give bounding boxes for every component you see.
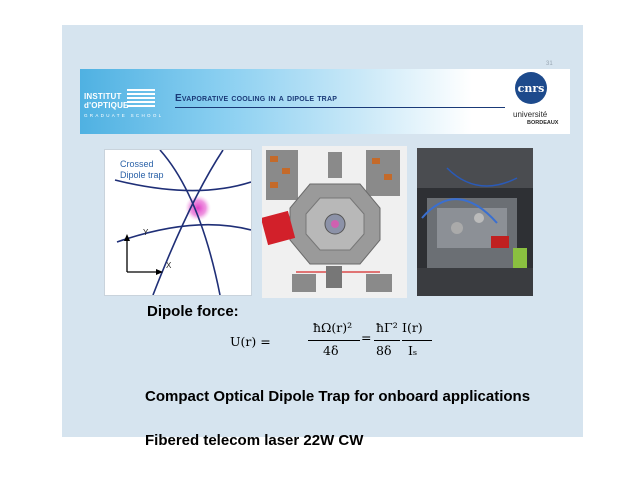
header-banner (80, 69, 570, 134)
equals-sign: = (361, 330, 372, 345)
body-line-compact-trap: Compact Optical Dipole Trap for onboard … (145, 388, 531, 405)
diagram-label-line-2: Dipole trap (120, 170, 164, 180)
slide-title: Evaporative cooling in a dipole trap (175, 93, 505, 108)
page-number: 31 (546, 61, 553, 67)
equation-lhs: U(r) = (230, 334, 271, 349)
x-axis-label: X (166, 261, 172, 270)
cad-svg (262, 146, 407, 298)
body-line-fibered-laser: Fibered telecom laser 22W CW (145, 432, 364, 449)
beam-curve-3 (114, 179, 251, 192)
diagram-label-line-1: Crossed (120, 159, 154, 169)
logo-line-2: d'OPTIQUE (84, 101, 129, 110)
optics-module-right (366, 150, 400, 196)
logo-line-1: INSTITUT (84, 92, 122, 101)
frac1-numerator: ħΩ(r)² (313, 320, 353, 335)
beam-curve-1 (159, 150, 221, 295)
frac3-numerator: I(r) (402, 320, 423, 335)
frac3-bar (402, 340, 432, 341)
frac2-denominator: 8δ (376, 343, 392, 358)
cnrs-logo: cnrs (515, 72, 547, 104)
frac3-denominator: Iₛ (408, 343, 418, 358)
beam-curve-2 (152, 150, 224, 295)
frac2-numerator: ħΓ² (376, 320, 398, 335)
y-axis-label: Y (143, 228, 149, 237)
beam-curve-4 (116, 223, 251, 243)
diagram-label: Crossed Dipole trap (120, 159, 164, 181)
frac1-denominator: 4δ (323, 343, 339, 358)
frac1-bar (308, 340, 360, 341)
red-coil (262, 210, 296, 246)
university-logo-line-1: université (513, 110, 548, 119)
dipole-force-equation: U(r) = ħΩ(r)² 4δ = ħΓ² 8δ I(r) Iₛ (230, 318, 440, 366)
setup-photo (417, 148, 533, 296)
setup-cad-rendering (262, 146, 407, 298)
university-logo-line-2: BORDEAUX (527, 120, 559, 126)
logo-line-3: GRADUATE SCHOOL (84, 113, 164, 118)
logo-stripes-icon (127, 89, 155, 111)
dipole-force-label: Dipole force: (147, 303, 239, 320)
trap-diagram-svg (114, 150, 251, 295)
crossed-dipole-trap-diagram (104, 149, 252, 296)
frac2-bar (374, 340, 400, 341)
photo-svg (417, 148, 533, 296)
